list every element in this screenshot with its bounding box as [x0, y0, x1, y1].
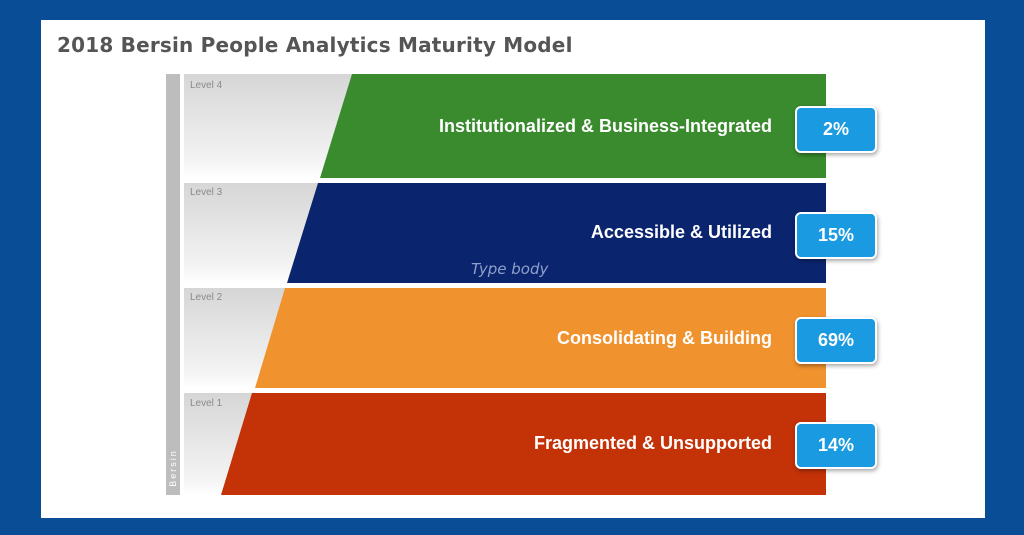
level-1-title: Fragmented & Unsupported	[533, 433, 772, 453]
level-2-percent-badge: 69%	[795, 317, 877, 364]
level-2-bar	[255, 288, 826, 388]
diagram-title: 2018 Bersin People Analytics Maturity Mo…	[57, 33, 573, 57]
bersin-sidebar	[166, 74, 180, 495]
level-4-bar	[320, 74, 826, 178]
level-3-label: Level 3	[190, 187, 223, 198]
level-3-percent-badge: 15%	[795, 212, 877, 259]
level-4-label: Level 4	[190, 80, 223, 91]
level-1-bar	[221, 393, 826, 495]
level-3-title: Accessible & Utilized	[590, 222, 772, 242]
level-4-percent-badge: 2%	[795, 106, 877, 153]
level-1-percent-badge: 14%	[795, 422, 877, 469]
level-4-title: Institutionalized & Business-Integrated	[438, 116, 772, 136]
level-3-bar	[287, 183, 826, 283]
type-body-placeholder: Type body	[471, 260, 549, 278]
level-2-label: Level 2	[190, 292, 223, 303]
level-1-label: Level 1	[190, 398, 223, 409]
level-2-title: Consolidating & Building	[557, 328, 772, 348]
